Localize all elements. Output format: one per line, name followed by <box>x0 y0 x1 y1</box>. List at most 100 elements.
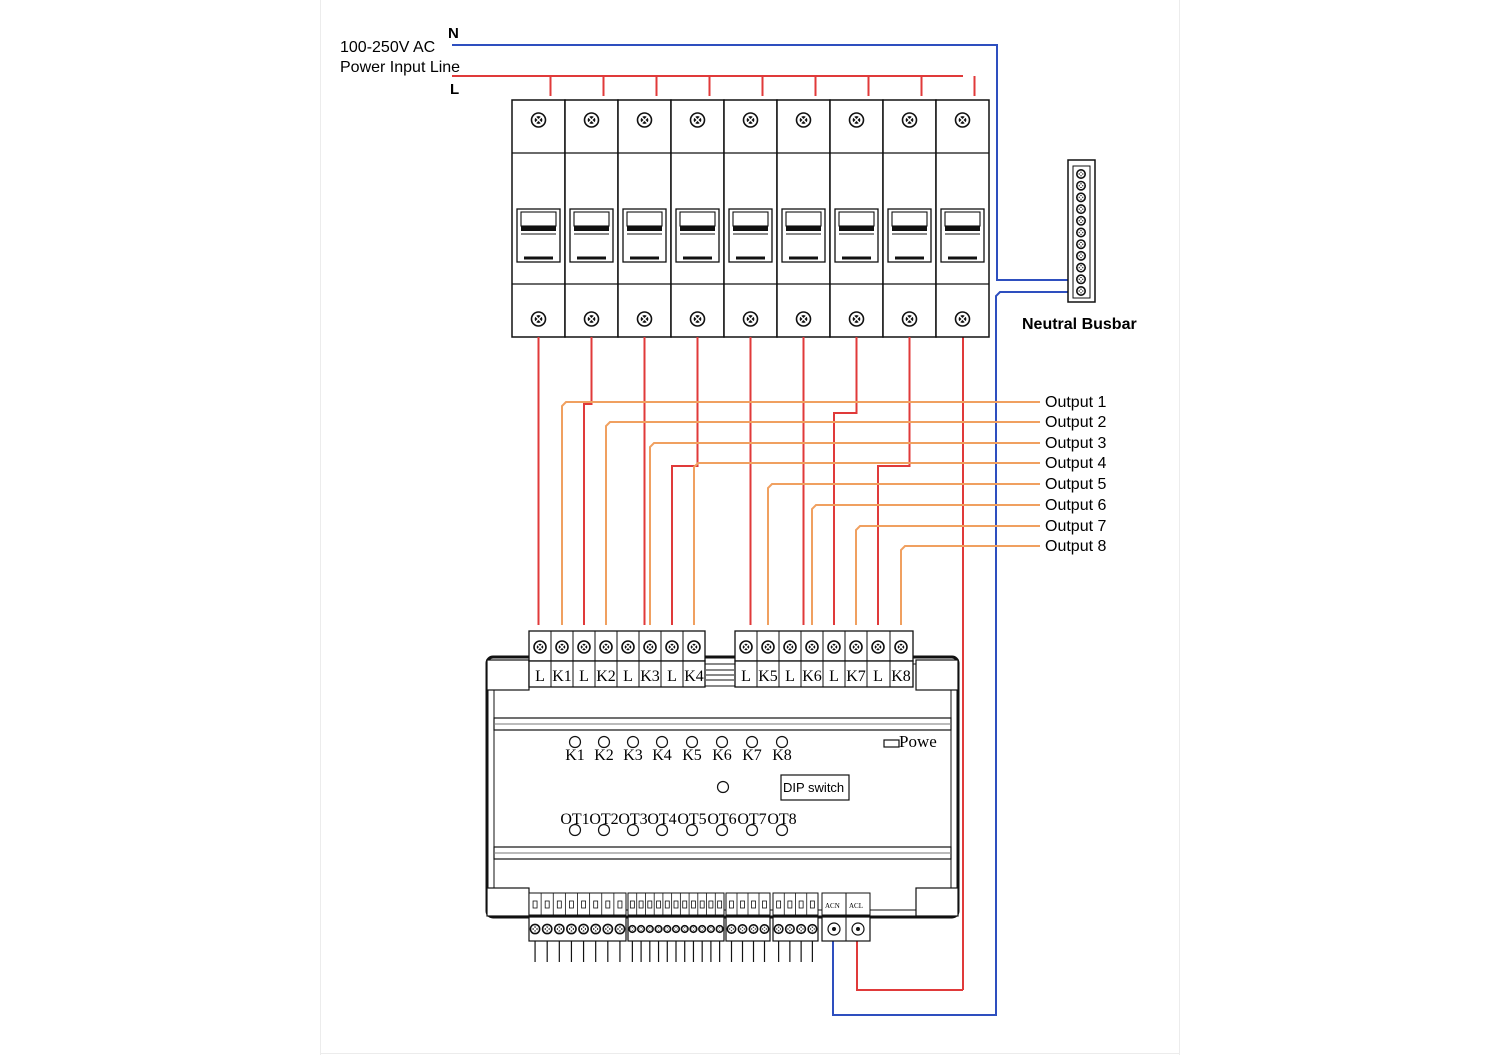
io-terminal-marker <box>682 900 688 909</box>
neutral-busbar <box>1067 159 1096 303</box>
ot-label: OT1 <box>560 811 589 828</box>
io-terminal-screw-icon <box>807 923 818 935</box>
terminal-screw-icon <box>871 640 885 654</box>
breaker-toggle-band <box>680 226 715 231</box>
terminal-label: K6 <box>802 668 822 685</box>
breaker-toggle-band <box>627 226 662 231</box>
io-terminal-marker <box>656 900 661 909</box>
output-wire <box>855 525 1040 625</box>
io-terminal-screw-icon <box>796 923 807 935</box>
io-terminal-screw-icon <box>737 924 748 934</box>
terminal-screw-icon <box>849 640 863 654</box>
line-feed-wire <box>833 337 858 625</box>
breaker-toggle-lever <box>944 211 981 227</box>
terminal-label: L <box>623 668 633 685</box>
output-wires <box>537 337 1040 625</box>
terminal-screw-icon <box>894 640 908 654</box>
io-terminal-screw-icon <box>578 923 589 935</box>
io-terminal-screw-icon <box>590 923 602 935</box>
breaker-toggle-band <box>521 226 556 231</box>
terminal-screw-icon <box>643 640 657 654</box>
breaker-toggle-band <box>733 226 768 231</box>
breaker-screw-icon <box>901 112 918 128</box>
output-label: Output 6 <box>1045 497 1106 514</box>
breaker-toggle-lever <box>626 211 663 227</box>
terminal-screw-icon <box>739 640 753 654</box>
io-terminal-marker <box>809 900 815 909</box>
power-input-line-label: Power Input Line <box>340 59 460 76</box>
io-terminal-screw-icon <box>566 923 577 935</box>
busbar-screw-icon <box>1076 239 1087 250</box>
led-icon <box>775 735 789 749</box>
busbar-screw-icon <box>1076 215 1087 226</box>
terminal-label: L <box>785 668 795 685</box>
ot-led-icon <box>715 823 729 837</box>
breaker-toggle-lever <box>891 211 928 227</box>
ac-terminals: ACN ACL <box>821 892 871 942</box>
led-label: K8 <box>772 747 792 764</box>
acn-label: ACN <box>825 902 840 910</box>
led-icon <box>685 735 699 749</box>
busbar-screw-icon <box>1076 180 1087 191</box>
output-wire <box>900 545 1040 625</box>
output-label: Output 1 <box>1045 394 1106 411</box>
output-wire <box>649 442 1040 625</box>
io-terminal-marker <box>699 900 705 909</box>
io-terminal-marker <box>593 900 599 909</box>
io-terminal-screw-icon <box>645 924 654 934</box>
power-label: Powe <box>899 732 937 751</box>
breaker-toggle-band <box>574 226 609 231</box>
terminal-label: K4 <box>684 668 704 685</box>
bottom-terminal-block <box>528 892 819 962</box>
breaker-screw-icon <box>636 311 653 327</box>
breaker-toggle-lever <box>785 211 822 227</box>
ot-led-icon <box>655 823 669 837</box>
ot-led-icon <box>745 823 759 837</box>
led-icon <box>626 735 640 749</box>
dip-switch <box>780 774 850 801</box>
breaker-toggle-lever <box>679 211 716 227</box>
ot-label: OT7 <box>737 811 766 828</box>
io-terminal-screw-icon <box>636 924 646 934</box>
io-terminal-marker <box>798 900 804 909</box>
ot-label: OT4 <box>647 811 676 828</box>
output-label: Output 4 <box>1045 455 1106 472</box>
neutral-label: N <box>448 25 459 42</box>
led-label: K6 <box>712 747 732 764</box>
busbar-screw-icon <box>1076 192 1087 203</box>
terminal-label: K1 <box>552 668 572 685</box>
io-terminal-marker <box>729 900 734 909</box>
io-terminal-screw-icon <box>628 924 637 934</box>
acl-label: ACL <box>849 902 863 910</box>
terminal-screw-icon <box>533 640 547 654</box>
busbar-screw-icon <box>1076 250 1087 261</box>
io-terminal-marker <box>740 900 745 909</box>
terminal-screw-icon <box>555 640 569 654</box>
io-terminal-marker <box>617 900 623 909</box>
io-terminal-screw-icon <box>663 924 672 934</box>
ot-led-icon <box>568 823 582 837</box>
breaker-screw-icon <box>742 311 759 327</box>
io-terminal-marker <box>532 900 538 909</box>
breaker-screw-icon <box>583 112 600 128</box>
led-label: K5 <box>682 747 702 764</box>
status-led <box>716 780 730 794</box>
page-border-bottom <box>320 1053 1180 1054</box>
breaker-screw-icon <box>848 311 865 327</box>
ot-label: OT6 <box>707 811 736 828</box>
io-terminal-screw-icon <box>748 924 759 934</box>
led-icon <box>597 735 611 749</box>
io-terminal-marker <box>664 900 670 909</box>
terminal-label: L <box>829 668 839 685</box>
breaker-screw-icon <box>530 112 547 128</box>
io-terminal-screw-icon <box>759 924 770 934</box>
terminal-screw-icon <box>783 640 797 654</box>
io-terminal-screw-icon <box>541 923 553 935</box>
ot-led-icon <box>597 823 611 837</box>
neutral-wires <box>452 44 1072 1016</box>
io-terminal-screw-icon <box>553 923 565 935</box>
line-label: L <box>450 81 459 98</box>
breaker-toggle-lever <box>573 211 610 227</box>
led-label: K7 <box>742 747 762 764</box>
line-feed-wire <box>583 337 593 625</box>
